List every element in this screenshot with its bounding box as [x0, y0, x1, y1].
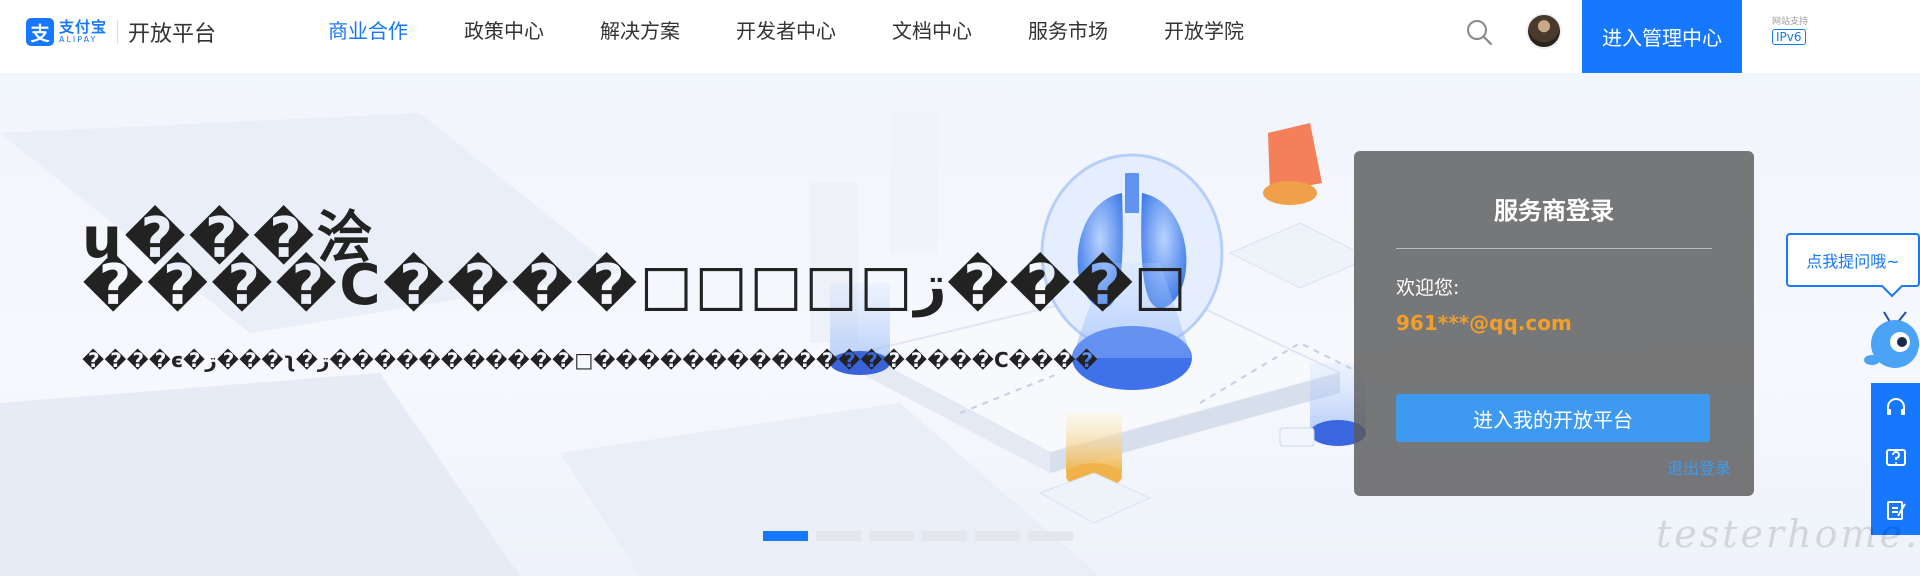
- nav-policy[interactable]: 政策中心: [464, 19, 544, 43]
- headset-icon[interactable]: [1883, 395, 1909, 421]
- provider-login-card: 服务商登录 欢迎您: 961***@qq.com 进入我的开放平台 退出登录: [1354, 151, 1754, 496]
- question-icon[interactable]: [1883, 446, 1909, 472]
- enter-admin-button[interactable]: 进入管理中心: [1582, 0, 1742, 73]
- logo-cn: 支付宝: [59, 18, 108, 36]
- side-toolbar: [1871, 383, 1920, 535]
- nav-market[interactable]: 服务市场: [1028, 19, 1108, 43]
- edit-icon[interactable]: [1883, 497, 1909, 523]
- login-welcome: 欢迎您:: [1396, 277, 1460, 299]
- login-email: 961***@qq.com: [1396, 311, 1572, 335]
- ask-question-bubble[interactable]: 点我提问哦~: [1786, 233, 1920, 287]
- carousel-dot-5[interactable]: [975, 531, 1020, 541]
- logout-link[interactable]: 退出登录: [1666, 459, 1731, 478]
- hero-subtitle: ����є�ڗ���ʅ�ڗ�����������□���������������…: [82, 348, 1098, 372]
- carousel-dot-6[interactable]: [1028, 531, 1073, 541]
- site-name: 开放平台: [128, 22, 217, 47]
- alipay-logo[interactable]: 支 支付宝 ALIPAY 开放平台: [26, 16, 216, 48]
- logo-divider: [117, 20, 119, 44]
- hero-title-line1: u���浍: [82, 206, 375, 271]
- alipay-logo-icon: 支: [26, 18, 54, 46]
- carousel-dot-4[interactable]: [922, 531, 967, 541]
- ant-mascot-icon[interactable]: [1862, 310, 1920, 380]
- ipv6-badge: IPv6: [1772, 29, 1806, 45]
- ipv6-support: 网站支持 IPv6: [1772, 17, 1808, 45]
- nav-academy[interactable]: 开放学院: [1164, 19, 1244, 43]
- logo-en: ALIPAY: [59, 35, 98, 44]
- login-title: 服务商登录: [1494, 197, 1614, 225]
- hero-title-line2: ����C����□□□□□ڗ���□: [82, 253, 1187, 318]
- main-nav: 商业合作 政策中心 解决方案 开发者中心 文档中心 服务市场 开放学院: [300, 0, 1272, 63]
- search-icon[interactable]: [1464, 17, 1494, 47]
- user-avatar[interactable]: [1526, 13, 1562, 49]
- carousel-dot-1[interactable]: [763, 531, 808, 541]
- top-header: 支 支付宝 ALIPAY 开放平台 商业合作 政策中心 解决方案 开发者中心 文…: [0, 0, 1920, 73]
- login-divider: [1396, 248, 1712, 249]
- carousel-dot-3[interactable]: [869, 531, 914, 541]
- enter-open-platform-button[interactable]: 进入我的开放平台: [1396, 394, 1710, 442]
- ipv6-label: 网站支持: [1772, 17, 1809, 27]
- nav-solutions[interactable]: 解决方案: [600, 19, 680, 43]
- carousel-indicators: [763, 531, 1081, 541]
- nav-docs[interactable]: 文档中心: [892, 19, 972, 43]
- watermark: testerhome.com: [1656, 512, 1920, 556]
- bubble-text: 点我提问哦~: [1806, 252, 1900, 271]
- nav-developer[interactable]: 开发者中心: [736, 19, 836, 43]
- hero-banner: u���浍 ����C����□□□□□ڗ���□ ����є�ڗ���ʅ�ڗ�…: [0, 73, 1920, 576]
- carousel-dot-2[interactable]: [816, 531, 861, 541]
- nav-business[interactable]: 商业合作: [328, 19, 408, 43]
